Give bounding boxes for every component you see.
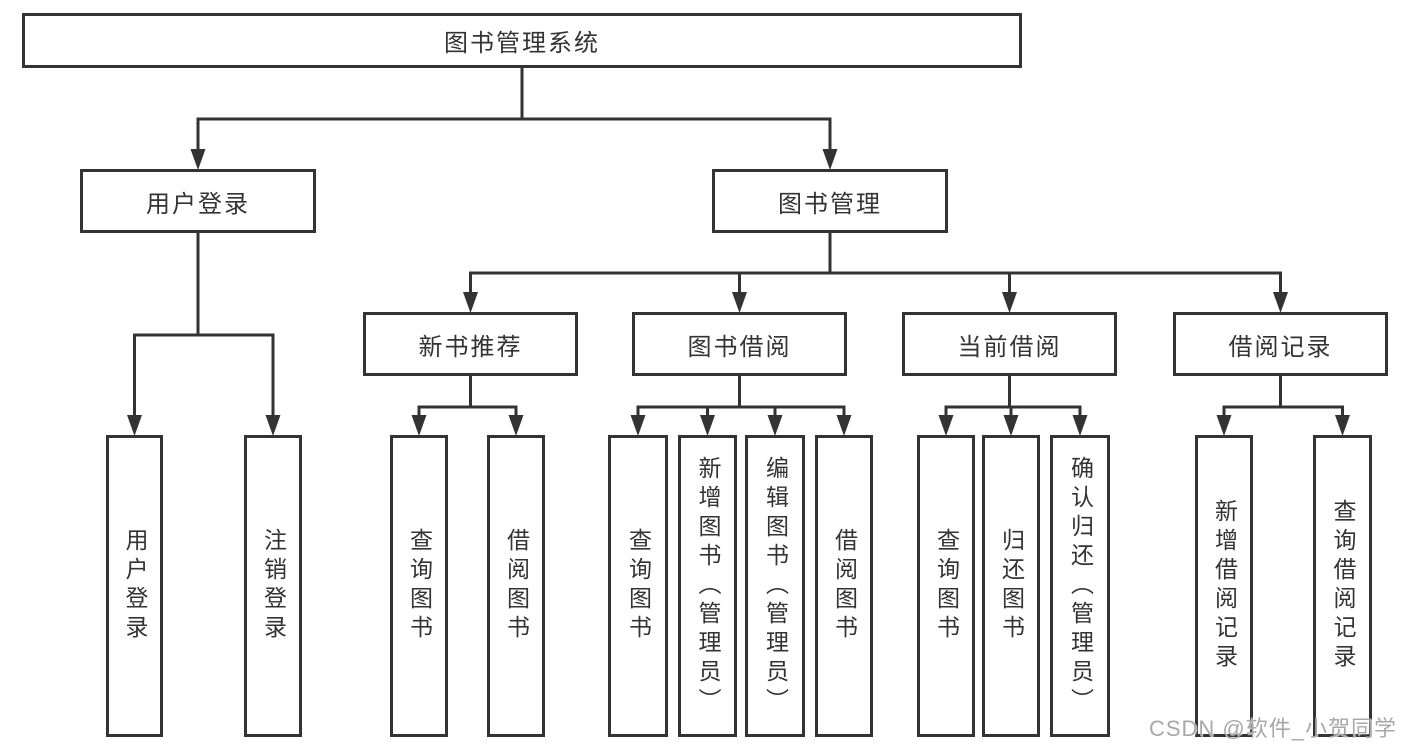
borrow-records-label: 借阅记录 [1228,333,1333,361]
book-borrow-label: 图书借阅 [687,333,792,361]
bb-borrow-books-label: 借阅图书 [831,528,858,644]
nb-borrow-books-label: 借阅图书 [503,528,530,644]
arrowhead-into-book-management [822,149,838,170]
arrowhead-into-bb-add-books [700,415,715,436]
new-book-rec-label: 新书推荐 [418,333,523,361]
edges-from-book-management [469,231,1282,300]
cb-return-books-box: 归还图书 [982,435,1040,737]
arrowhead-into-login [127,415,142,436]
arrowhead-into-bb-edit-books [767,415,783,436]
bb-add-books-box: 新增图书（管理员） [678,435,737,737]
arrowhead-into-br-query-record [1335,415,1350,436]
user-login-box: 用户登录 [80,169,316,233]
borrow-records-box: 借阅记录 [1173,312,1388,376]
arrowhead-into-new-book-rec [463,292,478,313]
user-login-label: 用户登录 [146,190,250,218]
current-borrow-label: 当前借阅 [957,333,1062,361]
arrowhead-into-bb-borrow-books [836,415,852,436]
login-label: 用户登录 [122,528,148,644]
arrowhead-into-logout [265,415,281,436]
edges-from-new-book-rec [417,374,518,423]
bb-add-books-label: 新增图书（管理员） [695,455,721,717]
bb-edit-books-label: 编辑图书（管理员） [762,455,789,717]
nb-borrow-books-box: 借阅图书 [487,435,545,737]
watermark: CSDN @软件_小贺同学 [1148,716,1397,741]
edges-from-book-borrow [636,374,846,423]
logout-label: 注销登录 [260,528,287,644]
arrowhead-into-book-borrow [732,292,747,313]
arrowhead-into-bb-query-books [630,415,646,436]
arrowhead-into-br-add-record [1216,415,1232,436]
cb-confirm-return-box: 确认归还（管理员） [1050,435,1110,737]
bb-edit-books-box: 编辑图书（管理员） [745,435,805,737]
cb-query-books-box: 查询图书 [917,435,975,737]
edges-from-user-login [133,231,275,423]
br-query-record-label: 查询借阅记录 [1330,499,1356,673]
nb-query-books-label: 查询图书 [406,528,433,644]
arrowhead-into-nb-query-books [411,415,427,436]
cb-confirm-return-label: 确认归还（管理员） [1067,455,1094,717]
book-management-box: 图书管理 [712,169,948,233]
edges-from-borrow-records [1222,374,1344,423]
arrowhead-into-cb-confirm-return [1072,415,1088,436]
edges-from-current-borrow [944,374,1082,423]
new-book-rec-box: 新书推荐 [363,312,578,376]
arrowhead-into-current-borrow [1002,292,1017,313]
br-add-record-box: 新增借阅记录 [1195,435,1253,737]
book-management-label: 图书管理 [778,190,882,218]
bb-borrow-books-box: 借阅图书 [815,435,873,737]
book-borrow-box: 图书借阅 [632,312,847,376]
arrowhead-into-cb-query-books [938,415,954,436]
br-add-record-label: 新增借阅记录 [1211,499,1238,673]
arrowhead-into-borrow-records [1273,292,1288,313]
arrowhead-into-user-login [190,149,206,170]
arrowhead-into-nb-borrow-books [508,415,524,436]
root-box: 图书管理系统 [22,13,1022,68]
edges-from-root [196,66,832,157]
cb-return-books-label: 归还图书 [998,528,1025,644]
cb-query-books-label: 查询图书 [933,528,960,644]
root-label: 图书管理系统 [444,30,600,57]
nb-query-books-box: 查询图书 [390,435,448,737]
current-borrow-box: 当前借阅 [902,312,1117,376]
login-box: 用户登录 [106,435,163,737]
bb-query-books-box: 查询图书 [608,435,668,737]
bb-query-books-label: 查询图书 [625,528,652,644]
arrowhead-into-cb-return-books [1003,415,1019,436]
br-query-record-box: 查询借阅记录 [1313,435,1372,737]
logout-box: 注销登录 [244,435,302,737]
